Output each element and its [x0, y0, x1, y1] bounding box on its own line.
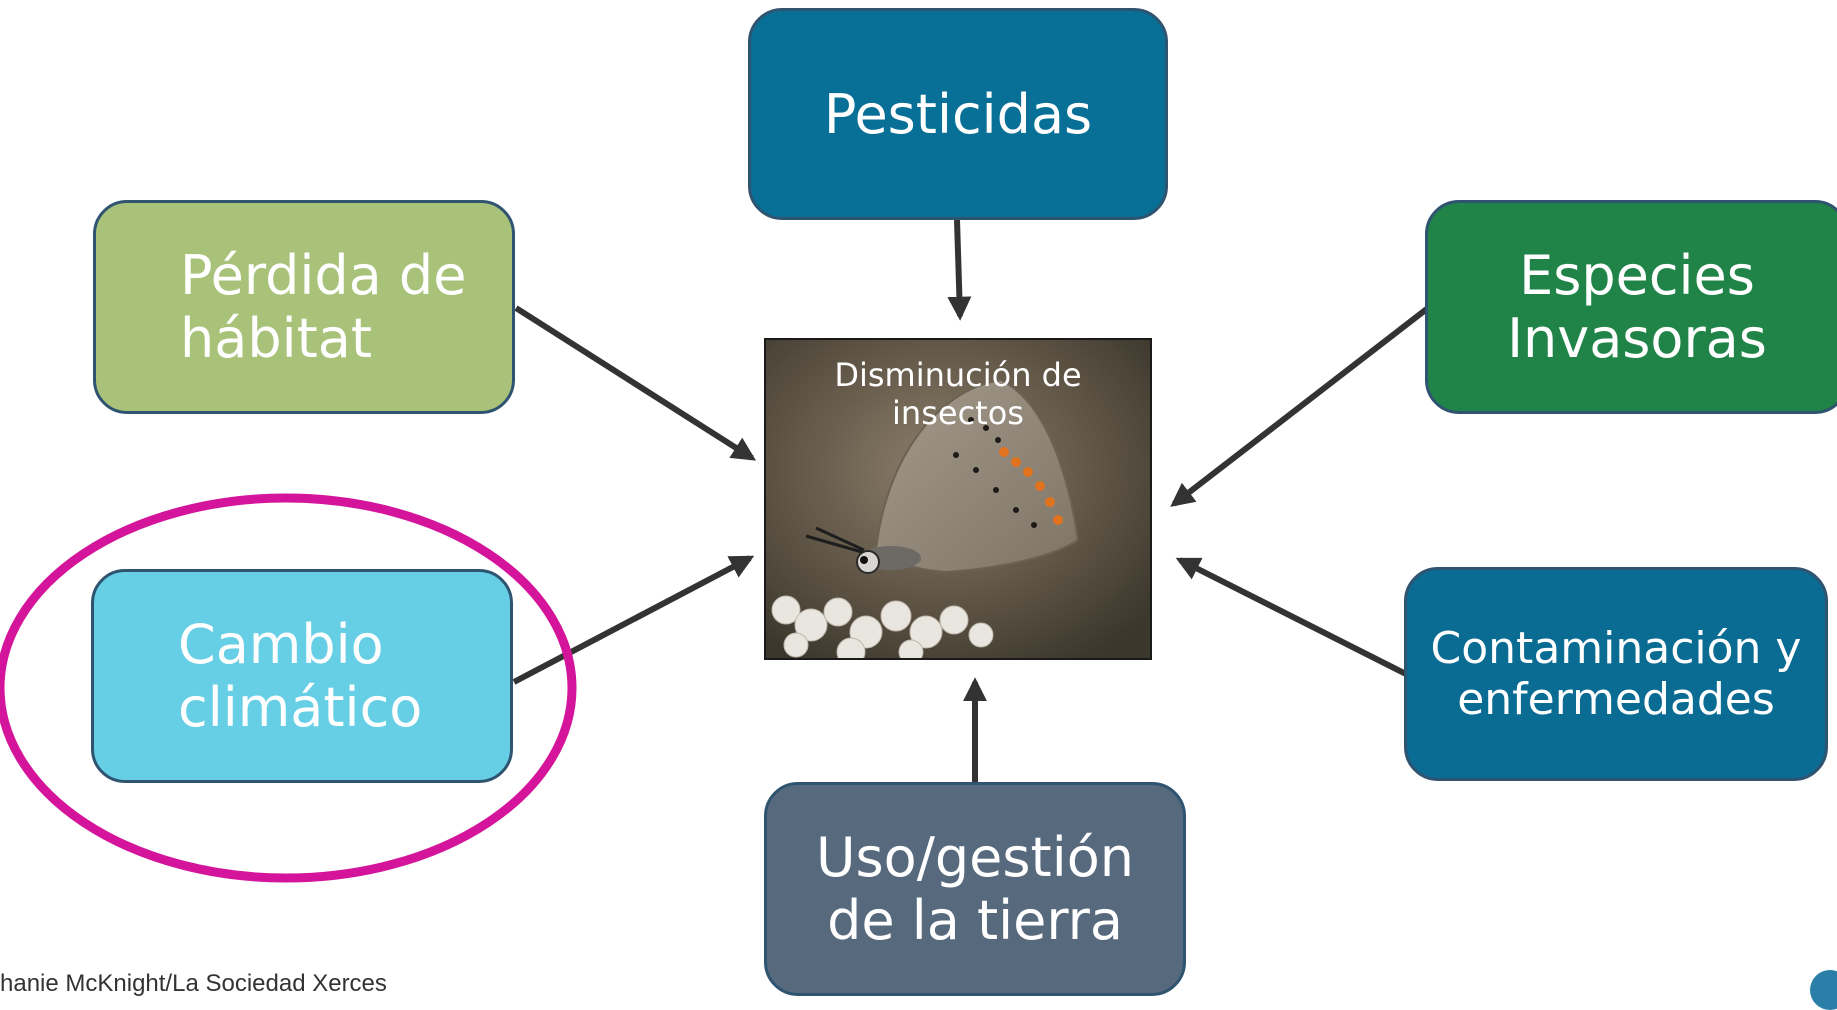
factor-invasive-species-line-1: Especies [1519, 244, 1755, 307]
factor-climate-change-line-2: climático [178, 676, 423, 739]
arrow-invasive-species [1170, 305, 1430, 507]
factor-land-use-line-2: de la tierra [827, 889, 1123, 952]
factor-pollution-disease: Contaminación y enfermedades [1404, 567, 1828, 781]
factor-climate-change-line-1: Cambio [178, 613, 384, 676]
arrow-pollution-disease [1175, 557, 1408, 677]
factor-invasive-species: Especies Invasoras [1425, 200, 1837, 414]
factor-pollution-disease-line-1: Contaminación y [1430, 623, 1802, 674]
factor-land-use: Uso/gestión de la tierra [764, 782, 1186, 996]
factor-habitat-loss-line-1: Pérdida de [180, 244, 467, 307]
factor-invasive-species-line-2: Invasoras [1507, 307, 1767, 370]
factor-pesticides: Pesticidas [748, 8, 1168, 220]
photo-credit: hanie McKnight/La Sociedad Xerces [0, 970, 387, 997]
arrow-climate-change [512, 555, 755, 685]
factor-pesticides-line-1: Pesticidas [823, 82, 1093, 146]
butterfly-illustration [766, 340, 1150, 658]
corner-logo-mark [1810, 970, 1837, 1010]
factor-habitat-loss-line-2: hábitat [180, 307, 373, 370]
butterfly-photo: Disminución de insectos [764, 338, 1152, 660]
factor-habitat-loss: Pérdida de hábitat [93, 200, 515, 414]
factor-land-use-line-1: Uso/gestión [816, 826, 1134, 889]
factor-pollution-disease-line-2: enfermedades [1457, 674, 1775, 725]
arrow-pesticides [947, 219, 972, 321]
arrow-habitat-loss [514, 305, 757, 461]
center-title: Disminución de insectos [834, 356, 1082, 432]
factor-climate-change: Cambio climático [91, 569, 513, 783]
